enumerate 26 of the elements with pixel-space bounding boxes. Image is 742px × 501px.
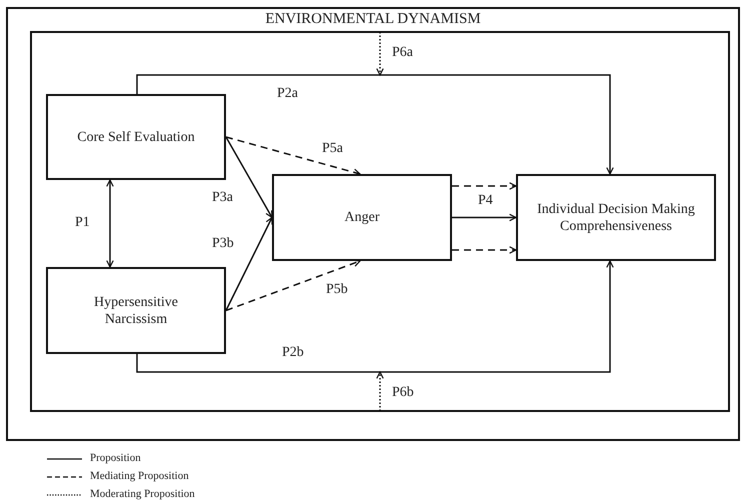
arrow [106,179,114,268]
construct-box [46,94,226,180]
box-label: Hypersensitive Narcissism [93,294,179,328]
box-label: Individual Decision Making Comprehensiveness [536,200,696,234]
arrow [225,216,273,311]
legend-label: Moderating Proposition [90,488,195,501]
environment-frame [6,7,740,441]
arrow [452,214,517,222]
arrow [226,260,361,312]
arrow [226,136,361,176]
arrow [452,182,517,190]
arrow [136,74,614,175]
legend-label: Proposition [90,452,141,465]
arrow [376,371,384,411]
construct-box [46,267,226,354]
box-label: Anger [344,209,380,226]
arrow [225,136,273,218]
box-label: Core Self Evaluation [77,128,195,146]
arrow [452,246,517,254]
legend-label: Mediating Proposition [90,470,189,483]
construct-box [272,174,452,261]
arrow [376,32,384,76]
frame-title: ENVIRONMENTAL DYNAMISM [265,11,481,28]
arrow [136,260,614,373]
inner-frame [30,31,730,412]
construct-box [516,174,716,261]
